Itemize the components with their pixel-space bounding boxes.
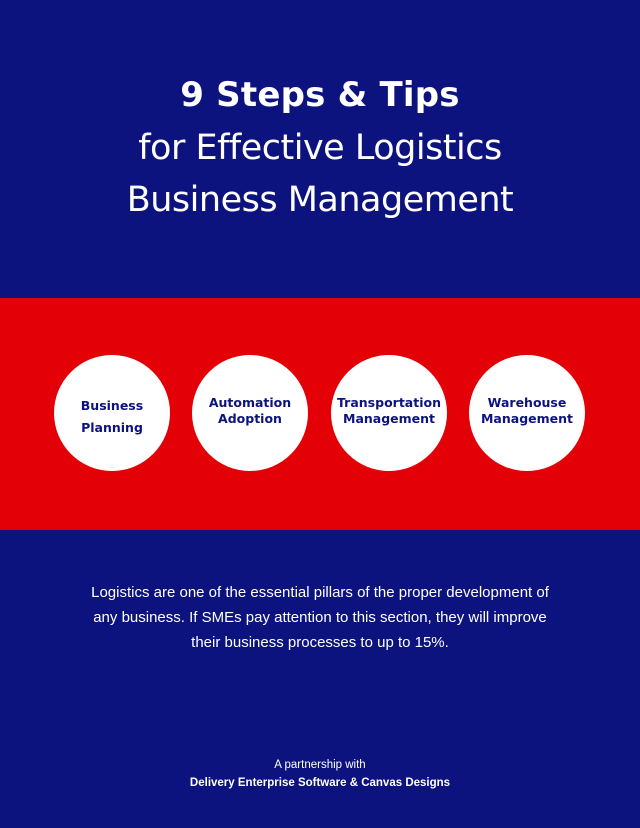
footer-partners: Delivery Enterprise Software & Canvas De… (189, 777, 451, 789)
description-line-3: their business processes to up to 15%. (191, 634, 449, 651)
step-label: Business Planning (73, 393, 151, 437)
step-label: Warehouse Management (473, 395, 581, 428)
description-line-1: Logistics are one of the essential pilla… (91, 584, 549, 601)
description-paragraph: Logistics are one of the essential pilla… (70, 580, 570, 655)
description-line-2: any business. If SMEs pay attention to t… (93, 609, 547, 626)
steps-band: Business Planning Automation Adoption Tr… (0, 298, 640, 530)
step-label-line-1: Business (80, 398, 144, 413)
step-circle-business-planning: Business Planning (54, 355, 170, 471)
title-block: 9 Steps & Tips for Effective Logistics B… (0, 72, 640, 226)
title-subtitle-line-1: for Effective Logistics (138, 128, 502, 168)
step-label-line-1: Warehouse (487, 395, 567, 410)
title-subtitle: for Effective Logistics Business Managem… (0, 122, 640, 226)
step-label: Automation Adoption (201, 395, 299, 428)
step-label-line-2: Adoption (218, 411, 282, 426)
step-label-line-1: Automation (208, 395, 292, 410)
step-circle-transportation-management: Transportation Management (331, 355, 447, 471)
step-label: Transportation Management (329, 395, 449, 428)
step-label-line-2: Planning (81, 420, 143, 435)
step-label-line-2: Management (480, 411, 573, 426)
step-label-line-1: Transportation (337, 395, 441, 410)
step-circle-automation-adoption: Automation Adoption (192, 355, 308, 471)
title-main: 9 Steps & Tips (180, 75, 460, 115)
step-circle-warehouse-management: Warehouse Management (469, 355, 585, 471)
footer-intro: A partnership with (274, 759, 366, 771)
title-subtitle-line-2: Business Management (126, 180, 514, 220)
step-label-line-2: Management (343, 411, 436, 426)
footer: A partnership with Delivery Enterprise S… (0, 756, 640, 792)
